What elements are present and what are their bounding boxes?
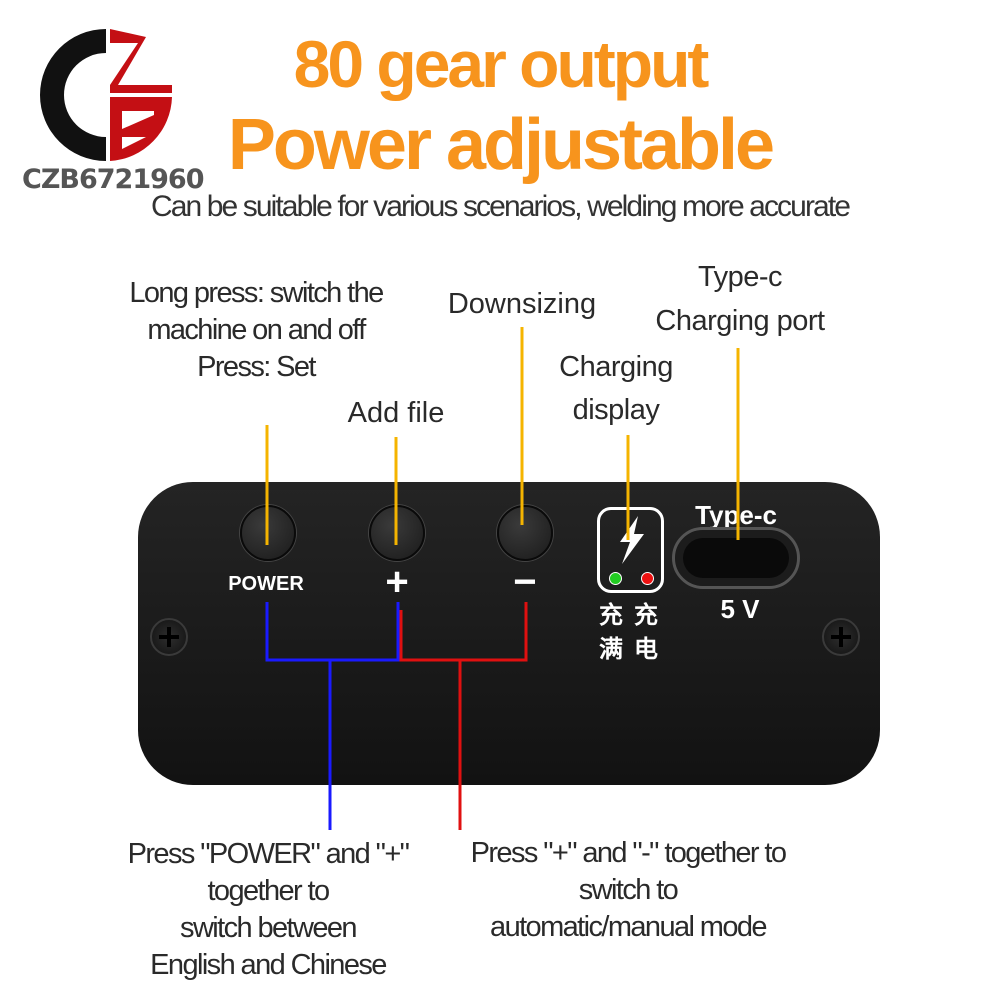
add-file-callout: Add file bbox=[347, 397, 445, 429]
minus-button[interactable] bbox=[497, 505, 553, 561]
note-line: Press "POWER" and "+" bbox=[127, 838, 410, 870]
power-callout-line: Long press: switch the bbox=[129, 277, 384, 309]
title-line1: 80 gear output bbox=[293, 27, 710, 101]
typec-callout-line: Type-c bbox=[697, 261, 783, 293]
blue-connector bbox=[265, 602, 400, 662]
charging-callout-line: Charging bbox=[559, 351, 673, 383]
charging-led bbox=[641, 572, 654, 585]
language-switch-note: Press "POWER" and "+" together to switch… bbox=[127, 836, 410, 984]
charging-label: 充电 bbox=[634, 598, 658, 666]
screw-icon bbox=[822, 618, 860, 656]
typec-callout: Type-c Charging port bbox=[655, 255, 825, 343]
charging-callout-line: display bbox=[572, 394, 660, 426]
red-connector bbox=[399, 602, 528, 662]
subtitle: Can be suitable for various scenarios, w… bbox=[150, 190, 851, 223]
brand-logo bbox=[38, 25, 178, 165]
typec-callout-line: Charging port bbox=[655, 305, 825, 337]
charge-indicator bbox=[597, 507, 664, 593]
char: 充 bbox=[634, 601, 658, 629]
lightning-icon bbox=[620, 516, 644, 564]
char: 满 bbox=[599, 635, 623, 663]
note-line: switch between bbox=[180, 912, 357, 944]
screw-icon bbox=[150, 618, 188, 656]
char: 电 bbox=[634, 635, 658, 663]
voltage-label: 5 V bbox=[720, 594, 760, 624]
power-callout-line: Press: Set bbox=[197, 351, 316, 383]
note-line: English and Chinese bbox=[150, 949, 387, 981]
title-line2: Power adjustable bbox=[227, 105, 775, 185]
charging-display-callout: Charging display bbox=[559, 346, 673, 432]
plus-label: + bbox=[385, 560, 409, 604]
full-led bbox=[609, 572, 622, 585]
logo-text: CZB6721960 bbox=[22, 164, 204, 195]
downsizing-callout: Downsizing bbox=[447, 288, 597, 320]
minus-label: − bbox=[513, 560, 537, 604]
note-line: switch to bbox=[578, 874, 679, 906]
power-label: POWER bbox=[228, 573, 304, 595]
note-line: Press "+" and "-" together to bbox=[470, 837, 787, 869]
power-callout: Long press: switch the machine on and of… bbox=[129, 275, 384, 386]
charge-full-label: 充满 bbox=[599, 598, 623, 666]
char: 充 bbox=[599, 601, 623, 629]
note-line: together to bbox=[207, 875, 330, 907]
typec-port[interactable] bbox=[672, 527, 800, 589]
power-callout-line: machine on and off bbox=[147, 314, 366, 346]
note-line: automatic/manual mode bbox=[490, 911, 768, 943]
mode-switch-note: Press "+" and "-" together to switch to … bbox=[470, 835, 787, 946]
typec-label: Type-c bbox=[695, 500, 777, 530]
